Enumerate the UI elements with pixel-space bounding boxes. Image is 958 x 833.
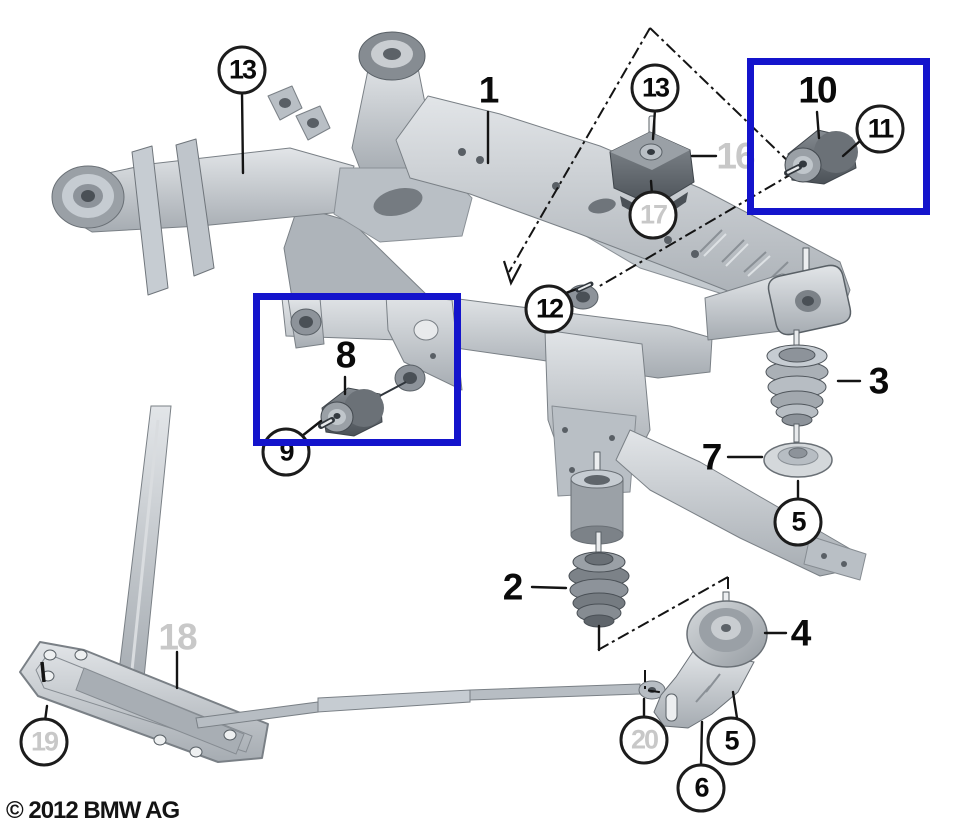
callout-number: 7 — [701, 436, 723, 478]
left-mount-bushing — [51, 165, 125, 229]
vibration-damper-4 — [653, 591, 768, 729]
callout-13[interactable]: 13 — [217, 45, 267, 95]
callout-number: 4 — [790, 612, 812, 654]
callout-4[interactable]: 4 — [790, 612, 812, 654]
callout-13[interactable]: 13 — [630, 63, 680, 113]
bushing-8-9 — [318, 381, 407, 437]
bushing-10-11 — [784, 129, 858, 185]
fin-plate — [131, 145, 169, 296]
callout-number: 12 — [535, 293, 564, 324]
reference-lines — [508, 27, 796, 697]
attachment-mark — [502, 260, 522, 286]
copyright-text: © 2012 BMW AG — [6, 797, 180, 824]
callout-number: 5 — [791, 506, 806, 537]
callout-number: 6 — [694, 772, 709, 803]
callout-1[interactable]: 1 — [478, 69, 500, 111]
callout-19[interactable]: 19 — [19, 717, 69, 767]
callout-number: 1 — [478, 69, 500, 111]
front-mount-bushing — [358, 31, 426, 81]
washer-7 — [763, 442, 833, 478]
callout-number: 19 — [30, 726, 59, 757]
rubber-mount-13 — [609, 115, 695, 224]
callout-number: 13 — [228, 54, 257, 85]
callout-number: 9 — [279, 436, 294, 467]
callout-number: 16 — [716, 135, 755, 177]
callout-10[interactable]: 10 — [798, 69, 837, 111]
callout-18[interactable]: 18 — [158, 616, 197, 658]
fin-plate — [175, 138, 215, 277]
push-plate-assembly — [19, 405, 666, 763]
callout-number: 17 — [639, 199, 668, 230]
push-rod — [195, 680, 666, 729]
rubber-mount-3 — [765, 329, 829, 443]
center-bushing — [570, 451, 624, 545]
callout-number: 10 — [798, 69, 837, 111]
callout-number: 20 — [630, 724, 659, 755]
callout-number: 2 — [502, 566, 524, 608]
leader-lines — [43, 90, 862, 768]
callout-2[interactable]: 2 — [502, 566, 524, 608]
callout-number: 18 — [158, 616, 197, 658]
thrust-plate — [19, 641, 269, 763]
callout-16[interactable]: 16 — [716, 135, 755, 177]
callout-number: 5 — [724, 725, 739, 756]
callout-20[interactable]: 20 — [619, 715, 669, 765]
bump-stop-2 — [568, 531, 630, 628]
callout-number: 8 — [335, 334, 357, 376]
subframe-carrier — [51, 31, 867, 581]
callout-6[interactable]: 6 — [676, 763, 726, 813]
callout-3[interactable]: 3 — [868, 360, 890, 402]
callout-7[interactable]: 7 — [701, 436, 723, 478]
callout-12[interactable]: 12 — [524, 284, 574, 334]
callout-11[interactable]: 11 — [855, 104, 905, 154]
callout-number: 13 — [641, 72, 670, 103]
callout-8[interactable]: 8 — [335, 334, 357, 376]
callout-17[interactable]: 17 — [628, 190, 678, 240]
callout-number: 11 — [867, 113, 895, 144]
pin-12 — [575, 281, 594, 293]
right-mount — [767, 247, 852, 336]
callout-5[interactable]: 5 — [706, 716, 756, 766]
callout-5[interactable]: 5 — [773, 497, 823, 547]
callout-9[interactable]: 9 — [261, 427, 311, 477]
callout-number: 3 — [868, 360, 890, 402]
